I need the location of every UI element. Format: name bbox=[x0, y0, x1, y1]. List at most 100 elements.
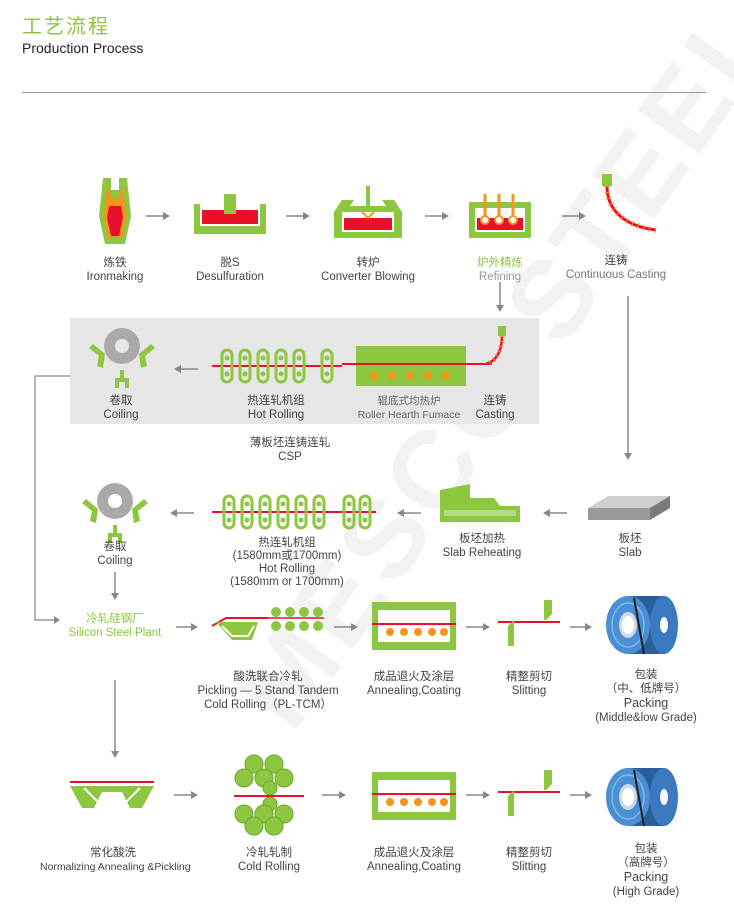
arrow-right-icon bbox=[146, 212, 170, 220]
page-title-en: Production Process bbox=[22, 40, 144, 56]
packing2-label-en: Packing bbox=[623, 870, 669, 884]
csp-hot-rolling-label-en: Hot Rolling bbox=[247, 409, 305, 421]
silicon-plant-label-en: Silicon Steel Plant bbox=[68, 627, 162, 639]
slitting-shear-icon bbox=[498, 600, 560, 646]
slitting2-label-cn: 精整剪切 bbox=[506, 847, 552, 859]
desulfuration-label-en: Desulfuration bbox=[196, 271, 264, 283]
arrow-right-icon bbox=[570, 791, 592, 799]
packing1-label-cn: 包装 bbox=[634, 669, 658, 681]
arrow-right-icon bbox=[466, 791, 490, 799]
pickling-label-en: Pickling — 5 Stand Tandem bbox=[197, 685, 339, 697]
annealing2-label-en: Annealing,Coating bbox=[367, 861, 461, 873]
coiling-label-cn: 卷取 bbox=[103, 541, 127, 553]
hot-rolling-stands-icon bbox=[212, 494, 376, 530]
roller-hearth-label-en: Roller Hearth Fumace bbox=[357, 409, 461, 421]
arrow-right-icon bbox=[425, 212, 449, 220]
coiling-label-en: Coiling bbox=[97, 555, 133, 567]
page-title-cn: 工艺流程 bbox=[22, 16, 110, 38]
csp-coiling-label-en: Coiling bbox=[103, 409, 139, 421]
csp-hot-rolling-label-cn: 热连轧机组 bbox=[247, 395, 305, 407]
csp-title-cn: 薄板坯连铸连轧 bbox=[249, 437, 331, 449]
annealing1-label-en: Annealing,Coating bbox=[367, 685, 461, 697]
converter-label-en: Converter Blowing bbox=[321, 271, 415, 283]
slab-icon bbox=[588, 496, 670, 520]
arrow-down-icon bbox=[111, 572, 119, 600]
cold-rolling-label-cn: 冷轧轧制 bbox=[246, 847, 292, 859]
arrow-left-icon bbox=[174, 365, 198, 373]
refining-label-en: Refining bbox=[478, 271, 522, 283]
converter-icon bbox=[334, 186, 402, 238]
normalizing-label-cn: 常化酸洗 bbox=[90, 847, 136, 859]
slab-label-cn: 板坯 bbox=[618, 533, 642, 545]
arrow-down-long-icon bbox=[624, 296, 632, 460]
ironmaking-label-cn: 炼铁 bbox=[103, 257, 127, 269]
arrow-right-icon bbox=[570, 623, 592, 631]
normalizing-line-icon bbox=[70, 781, 154, 808]
arrow-right-icon bbox=[562, 212, 586, 220]
cold-rolling-mill-icon bbox=[234, 754, 304, 836]
converter-label-cn: 转炉 bbox=[356, 257, 380, 269]
slab-reheating-label-cn: 板坯加热 bbox=[459, 533, 505, 545]
hot-rolling-size-cn: (1580mm或1700mm) bbox=[232, 550, 342, 562]
continuous-casting-icon bbox=[602, 174, 657, 233]
normalizing-label-en: Normalizing Annealing &Pickling bbox=[40, 861, 191, 873]
arrow-down-icon bbox=[496, 282, 504, 312]
slab-reheating-furnace-icon bbox=[440, 484, 520, 522]
connector-line bbox=[34, 375, 70, 624]
packing1-grade-cn: （中、低牌号） bbox=[605, 683, 687, 695]
arrow-left-icon bbox=[543, 509, 567, 517]
pickling-label-cn: 酸洗联合冷轧 bbox=[233, 671, 303, 683]
packing2-grade-en: (High Grade) bbox=[612, 886, 680, 898]
silicon-plant-label-cn: 冷轧硅钢厂 bbox=[86, 613, 144, 625]
arrow-right-icon bbox=[286, 212, 310, 220]
coiler-icon bbox=[82, 483, 148, 543]
packing2-label-cn: 包装 bbox=[634, 843, 658, 855]
packing1-grade-en: (Middle&low Grade) bbox=[595, 712, 697, 724]
steel-coil-icon bbox=[606, 596, 678, 655]
csp-casting-icon bbox=[485, 326, 506, 367]
desulfuration-label-cn: 脱S bbox=[220, 257, 240, 269]
annealing-furnace-icon bbox=[372, 602, 456, 650]
packing1-label-en: Packing bbox=[623, 696, 669, 710]
arrow-right-icon bbox=[322, 791, 346, 799]
slitting1-label-cn: 精整剪切 bbox=[506, 671, 552, 683]
roller-hearth-label-cn: 辊底式均热炉 bbox=[377, 395, 441, 407]
slitting2-label-en: Slitting bbox=[511, 861, 547, 873]
coiler-icon bbox=[89, 328, 155, 388]
pickling-line-icon bbox=[211, 607, 324, 640]
csp-casting-label-cn: 连铸 bbox=[483, 395, 507, 407]
ladle-icon bbox=[99, 178, 131, 244]
pickling-label-en2: Cold Rolling（PL-TCM） bbox=[204, 699, 332, 711]
hot-rolling-size-en: (1580mm or 1700mm) bbox=[230, 576, 344, 588]
arrow-left-icon bbox=[170, 509, 194, 517]
roller-hearth-furnace-icon bbox=[342, 346, 492, 386]
continuous-casting-label-cn: 连铸 bbox=[604, 255, 628, 267]
slab-reheating-label-en: Slab Reheating bbox=[442, 547, 522, 559]
hot-rolling-label-en: Hot Rolling bbox=[258, 563, 316, 575]
hot-rolling-label-cn: 热连轧机组 bbox=[258, 537, 316, 549]
arrow-right-icon bbox=[466, 623, 490, 631]
ironmaking-label-en: Ironmaking bbox=[86, 271, 144, 283]
refining-furnace-icon bbox=[469, 194, 531, 238]
csp-coiling-label-cn: 卷取 bbox=[109, 395, 133, 407]
slitting-shear-icon bbox=[498, 770, 560, 816]
annealing1-label-cn: 成品退火及涂层 bbox=[373, 671, 455, 683]
desulfuration-vessel-icon bbox=[194, 194, 266, 234]
annealing2-label-cn: 成品退火及涂层 bbox=[373, 847, 455, 859]
steel-coil-icon bbox=[606, 768, 678, 827]
csp-title-en: CSP bbox=[278, 451, 302, 463]
arrow-left-icon bbox=[397, 509, 421, 517]
arrow-right-icon bbox=[176, 623, 198, 631]
csp-rolling-stands-icon bbox=[212, 348, 342, 384]
header-divider bbox=[22, 92, 706, 93]
refining-label-cn: 炉外精炼 bbox=[477, 257, 523, 269]
packing2-grade-cn: （高牌号） bbox=[617, 857, 675, 869]
arrow-right-icon bbox=[174, 791, 198, 799]
annealing-furnace-icon bbox=[372, 772, 456, 820]
arrow-right-icon bbox=[334, 623, 358, 631]
cold-rolling-label-en: Cold Rolling bbox=[237, 861, 300, 873]
slitting1-label-en: Slitting bbox=[511, 685, 547, 697]
arrow-down-icon bbox=[111, 680, 119, 758]
slab-label-en: Slab bbox=[618, 547, 642, 559]
continuous-casting-label-en: Continuous Casting bbox=[565, 269, 667, 281]
